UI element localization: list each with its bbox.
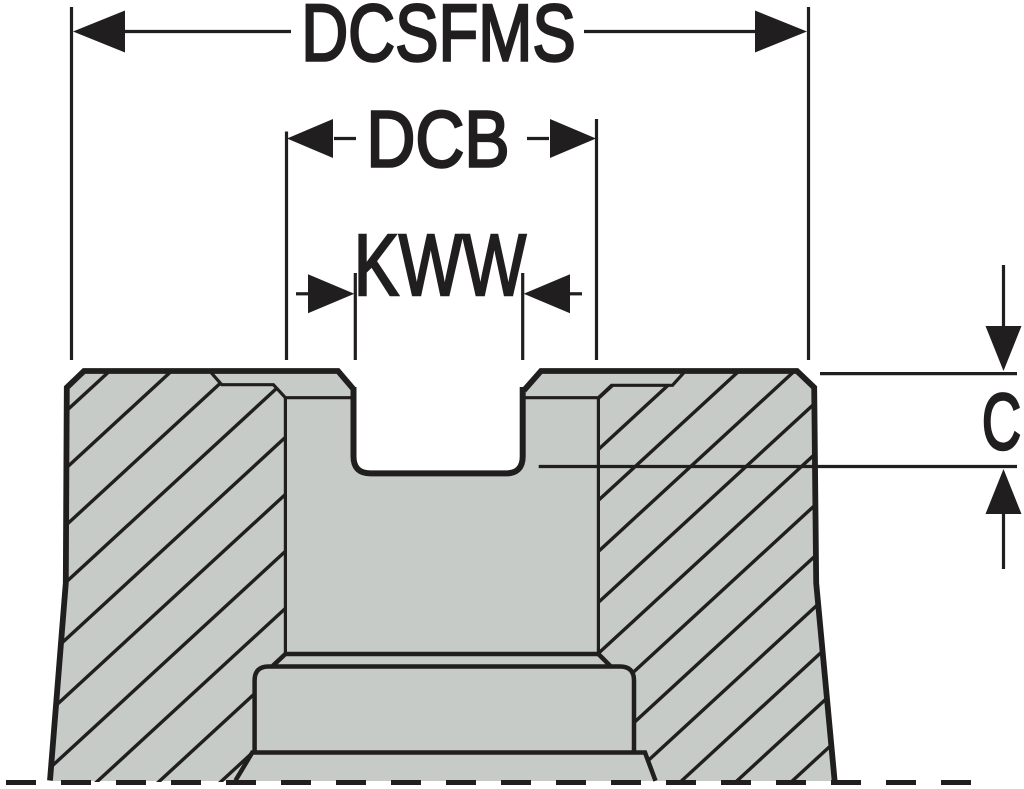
svg-text:DCSFMS: DCSFMS [301, 0, 576, 78]
svg-text:DCB: DCB [366, 94, 509, 184]
svg-text:C: C [982, 378, 1021, 467]
svg-text:KWW: KWW [354, 218, 527, 314]
